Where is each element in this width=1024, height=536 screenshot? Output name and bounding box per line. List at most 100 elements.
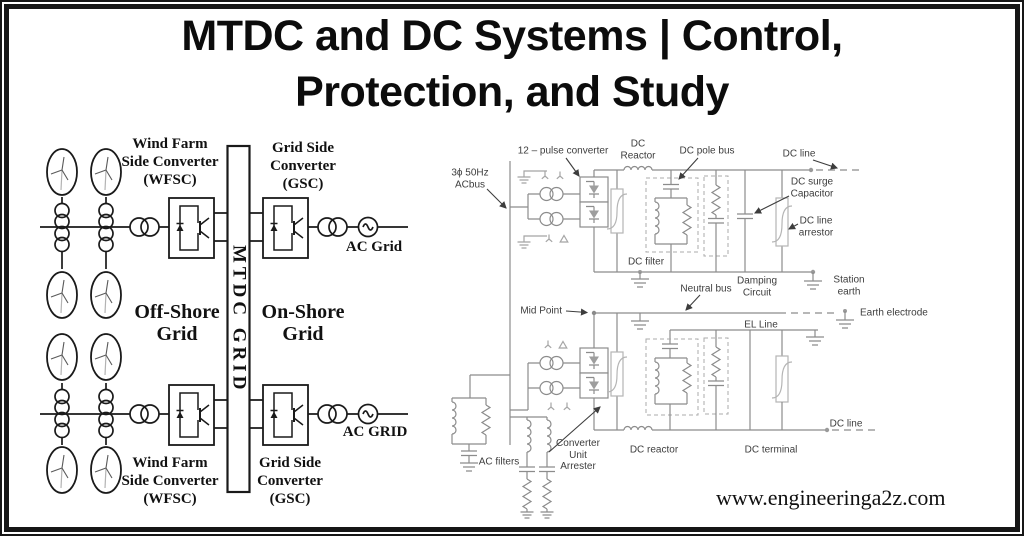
inductor-icon — [654, 201, 660, 235]
gsc-converter-box — [262, 384, 309, 446]
dc-terminal-node — [824, 427, 830, 433]
grid-transformer-icon — [317, 217, 348, 237]
dc-pole-bus-arrow — [678, 157, 699, 180]
dc-line-arrestor-label: DC line arrestor — [798, 215, 834, 239]
wye-winding-icon — [547, 401, 555, 411]
twelve-pulse-converter-label: 12 – pulse converter — [517, 145, 609, 157]
dc-surge-capacitor-label: DC surge Capacitor — [790, 176, 834, 200]
ground-icon — [459, 462, 479, 472]
resistor-icon — [480, 404, 492, 436]
dc-reactor-top-label: DC Reactor — [620, 138, 656, 162]
damping-circuit-label: Damping Circuit — [736, 275, 778, 299]
annotation-arrows — [486, 157, 839, 453]
converter-transformer-icon — [539, 186, 564, 202]
hvdc-station-diagram — [451, 161, 878, 519]
damping-branch — [708, 170, 724, 272]
ground-icon — [630, 278, 650, 288]
ground-icon — [519, 511, 535, 519]
inductor-icon — [654, 361, 660, 395]
ac-filter-branch — [519, 417, 535, 512]
converter-dc-leads — [593, 313, 618, 430]
ground-icon — [516, 241, 532, 249]
converter-unit-arrester-icon — [610, 351, 624, 397]
collector-bus — [40, 226, 130, 415]
dc-line-node — [808, 167, 814, 173]
ac-filter-branch — [539, 417, 555, 512]
page-title-line-2: Protection, and Study — [295, 68, 729, 116]
dc-surge-capacitor-icon — [737, 170, 753, 272]
website-watermark: www.engineeringa2z.com — [716, 485, 946, 510]
el-line — [669, 329, 818, 430]
converter-unit-arrester-arrow — [548, 406, 601, 453]
delta-winding-icon — [558, 340, 568, 349]
el-line-label: EL Line — [744, 319, 778, 331]
wye-winding-icon — [544, 339, 552, 349]
export-transformer-icon — [129, 217, 160, 237]
wind-turbine-icon — [46, 333, 78, 381]
twelve-pulse-arrow — [565, 157, 580, 177]
dc-reactor-icon — [623, 425, 653, 431]
converter-unit-arrester-icon — [610, 188, 624, 234]
resistor-icon — [541, 478, 553, 510]
converter-unit-arrester-label: Converter Unit Arrester — [556, 437, 600, 472]
turbine-transformer-icon — [54, 411, 70, 439]
inductor-icon — [451, 401, 457, 435]
converter-links — [159, 212, 408, 429]
wind-turbine-icon — [90, 333, 122, 381]
inductor-icon — [526, 419, 532, 453]
neutral-bus-arrow — [685, 294, 701, 311]
dc-line-bottom-label: DC line — [829, 418, 863, 430]
turbine-transformer-icon — [98, 225, 114, 253]
resistor-icon — [710, 184, 722, 216]
winding-ground-wires — [523, 170, 547, 242]
wfsc-converter-box — [168, 384, 215, 446]
turbine-transformer-icon — [98, 388, 114, 416]
gsc-label: Grid Side Converter (GSC) — [270, 140, 336, 192]
converter-ac-links — [510, 362, 580, 411]
wye-winding-icon — [556, 170, 564, 180]
station-earth-ground-icon — [803, 280, 823, 290]
ground-icon — [539, 511, 555, 519]
gsc-converter-box — [262, 197, 309, 259]
wye-winding-icon — [563, 401, 571, 411]
resistor-icon — [521, 478, 533, 510]
dc-line-top-label: DC line — [782, 148, 816, 160]
station-earth-label: Station earth — [833, 274, 865, 298]
wind-turbine-icon — [90, 271, 122, 319]
mid-point-arrow — [565, 308, 589, 316]
arrester-curve — [606, 193, 628, 230]
ac-grid-label: AC Grid — [345, 239, 403, 255]
earth-electrode-ground-icon — [835, 319, 855, 329]
wind-turbine-icon — [46, 271, 78, 319]
dc-reactor-icon — [623, 165, 653, 171]
wind-turbine-icon — [46, 148, 78, 196]
converter-transformer-icon — [539, 380, 564, 396]
ac-grid-label: AC GRID — [342, 424, 408, 440]
ac-source-icon — [357, 216, 379, 238]
grid-transformer-icon — [317, 404, 348, 424]
wind-turbine-icon — [90, 148, 122, 196]
damping-branch — [708, 343, 724, 430]
mtdc-grid-bus-label: MTDC GRID — [228, 244, 250, 394]
export-transformer-icon — [129, 404, 160, 424]
mtdc-overview-diagram — [40, 144, 408, 494]
ac-bus-label: 3ϕ 50Hz ACbus — [451, 167, 489, 191]
dc-line-arrow — [812, 159, 839, 170]
turbine-transformer-icon — [54, 225, 70, 253]
wind-turbine-icon — [46, 446, 78, 494]
dc-filter-branch — [654, 343, 688, 430]
turbine-transformer-icon — [98, 411, 114, 439]
resistor-icon — [710, 346, 722, 378]
earth-electrode-label: Earth electrode — [860, 307, 928, 319]
wfsc-label: Wind Farm Side Converter (WFSC) — [121, 136, 219, 188]
arrester-curve — [771, 205, 793, 243]
arrester-curve — [606, 356, 628, 393]
neutral-bus-label: Neutral bus — [680, 283, 732, 295]
wfsc-label: Wind Farm Side Converter (WFSC) — [121, 455, 219, 507]
mid-point-label: Mid Point — [520, 305, 562, 317]
ac-filter-branch — [451, 374, 510, 463]
ground-icon — [516, 176, 532, 184]
dc-filter-box — [645, 338, 699, 416]
converter-transformer-icon — [539, 211, 564, 227]
